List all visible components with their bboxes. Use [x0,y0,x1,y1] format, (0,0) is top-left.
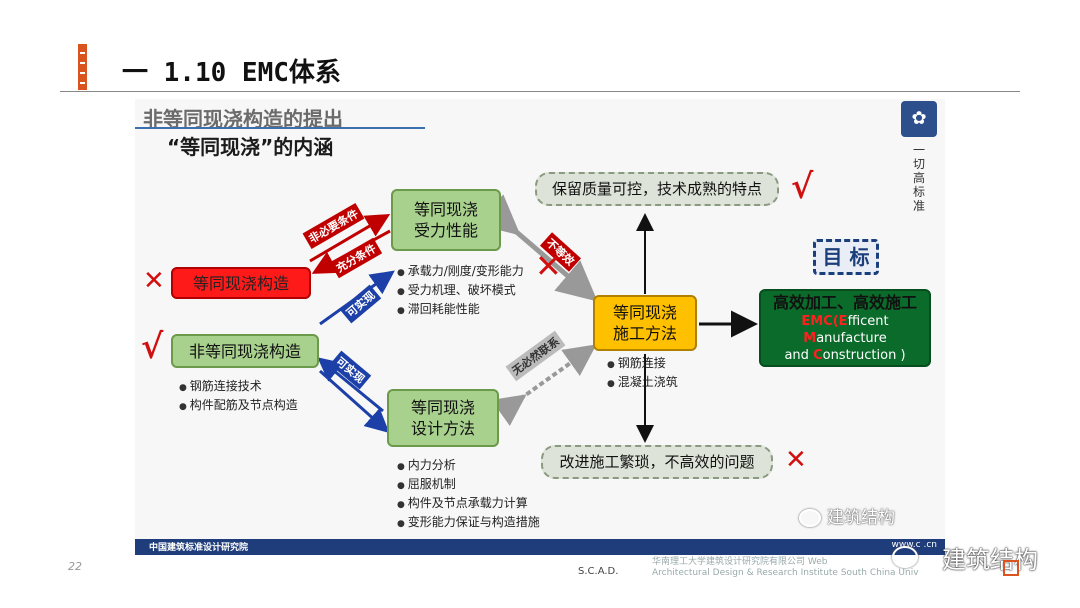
list-item: 构件配筋及节点构造 [179,397,298,416]
box-construction: 等同现浇施工方法 [593,295,697,351]
list-design: 内力分析 屈服机制 构件及节点承载力计算 变形能力保证与构造措施 [397,457,540,533]
slide-footer-band [135,539,945,555]
list-item: 内力分析 [397,457,540,476]
watermark-outer: 建筑结构 [942,546,1038,574]
slide-title-rule [135,127,425,129]
accent-bar [78,44,87,90]
emc-heading: 高效加工、高效施工 [772,293,917,312]
list-item: 钢筋连接技术 [179,378,298,397]
box-nonequal-structure: 非等同现浇构造 [171,334,319,368]
box-design: 等同现浇设计方法 [387,389,499,447]
cross-mark-improve: ✕ [785,445,807,475]
box-mechanical: 等同现浇受力性能 [391,189,501,251]
list-mechanical: 承载力/刚度/变形能力 受力机理、破坏模式 滞回耗能性能 [397,263,524,320]
cross-mark-structure: ✕ [143,266,165,296]
box-mechanical-line1: 等同现浇 [413,200,478,219]
slide-footer-url: www.c .cn [891,540,937,550]
header-divider [60,91,1020,92]
slide-footer-org: 中国建筑标准设计研究院 [149,543,249,553]
list-structure: 钢筋连接技术 构件配筋及节点构造 [179,378,298,416]
box-construction-line1: 等同现浇 [612,303,677,322]
box-construction-line2: 施工方法 [612,324,677,343]
list-item: 钢筋连接 [607,355,678,374]
list-item: 混凝土浇筑 [607,374,678,393]
goal-badge: 目 标 [813,239,879,275]
box-equal-structure: 等同现浇构造 [171,267,311,299]
page-title: 一 1.10 EMC体系 [122,58,341,88]
page-number: 22 [68,560,82,573]
wechat-watermark-icon-outer [892,546,918,568]
embedded-slide: 非等同现浇构造的提出 “等同现浇”的内涵 ✿ 一切高标准 等同现浇构造 非等同现… [135,99,945,555]
scad-label: S.C.A.D. [578,566,619,577]
institute-text: 华南理工大学建筑设计研究院有限公司 Web Architectural Desi… [652,557,919,578]
box-emc: 高效加工、高效施工 EMC(Efficent Manufacture and C… [759,289,931,367]
list-item: 变形能力保证与构造措施 [397,514,540,533]
box-design-line2: 设计方法 [410,419,475,438]
list-item: 承载力/刚度/变形能力 [397,263,524,282]
logo-slogan: 一切高标准 [913,143,926,213]
check-mark-structure: √ [141,327,164,367]
arrow-realize-back [317,357,384,413]
box-mechanical-line2: 受力性能 [413,221,478,240]
emc-line-3: and Construction ) [784,348,906,363]
check-mark-quality: √ [791,167,814,207]
list-item: 屈服机制 [397,476,540,495]
list-item: 滞回耗能性能 [397,301,524,320]
box-design-line1: 等同现浇 [410,398,475,417]
list-item: 受力机理、破坏模式 [397,282,524,301]
logo-icon: ✿ [901,101,937,137]
box-improve: 改进施工繁琐，不高效的问题 [541,445,773,479]
arrow-no-relation [491,344,597,426]
list-construction: 钢筋连接 混凝土浇筑 [607,355,678,393]
slide-subtitle: “等同现浇”的内涵 [167,135,334,159]
box-quality: 保留质量可控，技术成熟的特点 [535,172,779,206]
arrow-not-equal [477,194,598,302]
corner-logo-icon [1003,560,1019,576]
watermark-inner: 建筑结构 [827,508,895,528]
emc-line-2: EMC(Efficent Manufacture [801,314,889,346]
list-item: 构件及节点承载力计算 [397,495,540,514]
cross-mark-not-equal: ✕ [535,247,562,285]
wechat-watermark-icon [799,509,821,527]
